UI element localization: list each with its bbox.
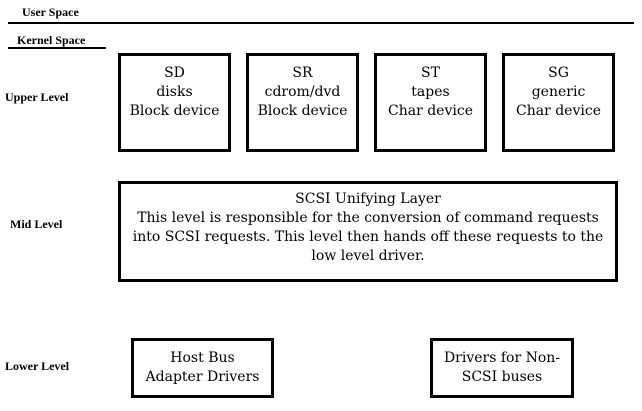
lower-level-label: Lower Level [5, 359, 70, 373]
kernel-space-label: Kernel Space [17, 33, 86, 47]
sr-name: SR [292, 65, 313, 81]
non-scsi-drivers-box: Drivers for Non- SCSI buses [430, 338, 574, 398]
sr-media: cdrom/dvd [264, 84, 341, 100]
mid-box-title: SCSI Unifying Layer [295, 191, 441, 207]
mid-box-description-line-3: low level driver. [311, 248, 425, 264]
kernel-space-underline [8, 47, 106, 49]
st-name: ST [421, 65, 440, 81]
sg-driver-box: SG generic Char device [502, 53, 615, 152]
sd-device-type: Block device [129, 103, 220, 119]
hba-line-2: Adapter Drivers [145, 369, 260, 385]
mid-box-description-line-1: This level is responsible for the conver… [137, 210, 599, 226]
host-bus-adapter-drivers-box: Host Bus Adapter Drivers [131, 338, 274, 398]
sg-name: SG [548, 65, 569, 81]
st-media: tapes [411, 84, 450, 100]
sd-driver-box: SD disks Block device [118, 53, 231, 152]
sg-device-type: Char device [516, 103, 601, 119]
sd-name: SD [164, 65, 185, 81]
hba-line-1: Host Bus [170, 350, 235, 366]
st-device-type: Char device [388, 103, 473, 119]
sg-media: generic [531, 84, 586, 100]
sr-device-type: Block device [257, 103, 348, 119]
non-scsi-line-1: Drivers for Non- [443, 350, 561, 366]
user-space-label: User Space [22, 5, 79, 19]
non-scsi-line-2: SCSI buses [461, 369, 543, 385]
scsi-unifying-layer-box: SCSI Unifying Layer This level is respon… [118, 181, 618, 282]
sd-media: disks [156, 84, 193, 100]
user-kernel-divider [8, 22, 634, 24]
upper-level-label: Upper Level [5, 90, 69, 104]
sr-driver-box: SR cdrom/dvd Block device [246, 53, 359, 152]
mid-box-description-line-2: into SCSI requests. This level then hand… [132, 229, 604, 245]
st-driver-box: ST tapes Char device [374, 53, 487, 152]
mid-level-label: Mid Level [10, 217, 63, 231]
